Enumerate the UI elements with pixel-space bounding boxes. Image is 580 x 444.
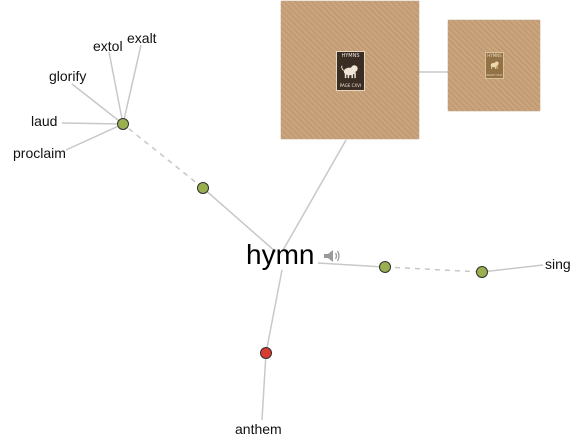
word-glorify[interactable]: glorify — [49, 68, 87, 84]
plate-sub-text: PAGE CXVI — [486, 73, 503, 77]
hymns-book-plate: HYMNS PAGE CXVI — [485, 52, 504, 79]
plate-title-text: HYMNS — [341, 53, 360, 59]
edge-node3-node4-dashed — [384, 266, 483, 273]
center-word-hymn[interactable]: hymn — [246, 239, 315, 270]
meaning-node-verb[interactable] — [197, 182, 209, 194]
word-sing[interactable]: sing — [545, 256, 571, 272]
word-laud[interactable]: laud — [31, 113, 58, 129]
edge-node2-node1-dashed — [122, 123, 204, 189]
edge-node1-exalt — [122, 44, 142, 125]
lion-icon — [341, 65, 358, 79]
edge-hymn-node5 — [265, 269, 283, 354]
word-proclaim[interactable]: proclaim — [13, 145, 66, 161]
meaning-node-verb-sing-2[interactable] — [476, 266, 488, 278]
word-exalt[interactable]: exalt — [127, 30, 157, 46]
speaker-icon[interactable] — [322, 248, 342, 264]
meaning-node-verb-praise[interactable] — [117, 118, 129, 130]
edge-hymn-image — [281, 139, 347, 253]
meaning-node-noun[interactable] — [260, 347, 272, 359]
edge-hymn-node3 — [317, 262, 386, 268]
plate-sub-text: PAGE CXVI — [339, 83, 362, 88]
edge-node1-laud — [61, 122, 124, 125]
edge-node1-glorify — [71, 83, 124, 125]
lion-icon — [490, 61, 499, 69]
meaning-node-verb-sing[interactable] — [379, 261, 391, 273]
edge-node5-anthem — [261, 352, 267, 421]
hymn-book-image-small[interactable]: HYMNS PAGE CXVI — [448, 20, 540, 111]
edge-node4-sing — [481, 264, 544, 273]
plate-title-text: HYMNS — [487, 53, 502, 58]
edge-node1-extol — [108, 51, 124, 125]
edge-node1-proclaim — [65, 123, 124, 151]
hymns-book-plate: HYMNS PAGE CXVI — [336, 51, 365, 91]
edge-hymn-node2 — [202, 187, 277, 253]
word-anthem[interactable]: anthem — [235, 421, 282, 437]
word-extol[interactable]: extol — [93, 38, 123, 54]
hymn-book-image-large[interactable]: HYMNS PAGE CXVI — [281, 1, 419, 139]
